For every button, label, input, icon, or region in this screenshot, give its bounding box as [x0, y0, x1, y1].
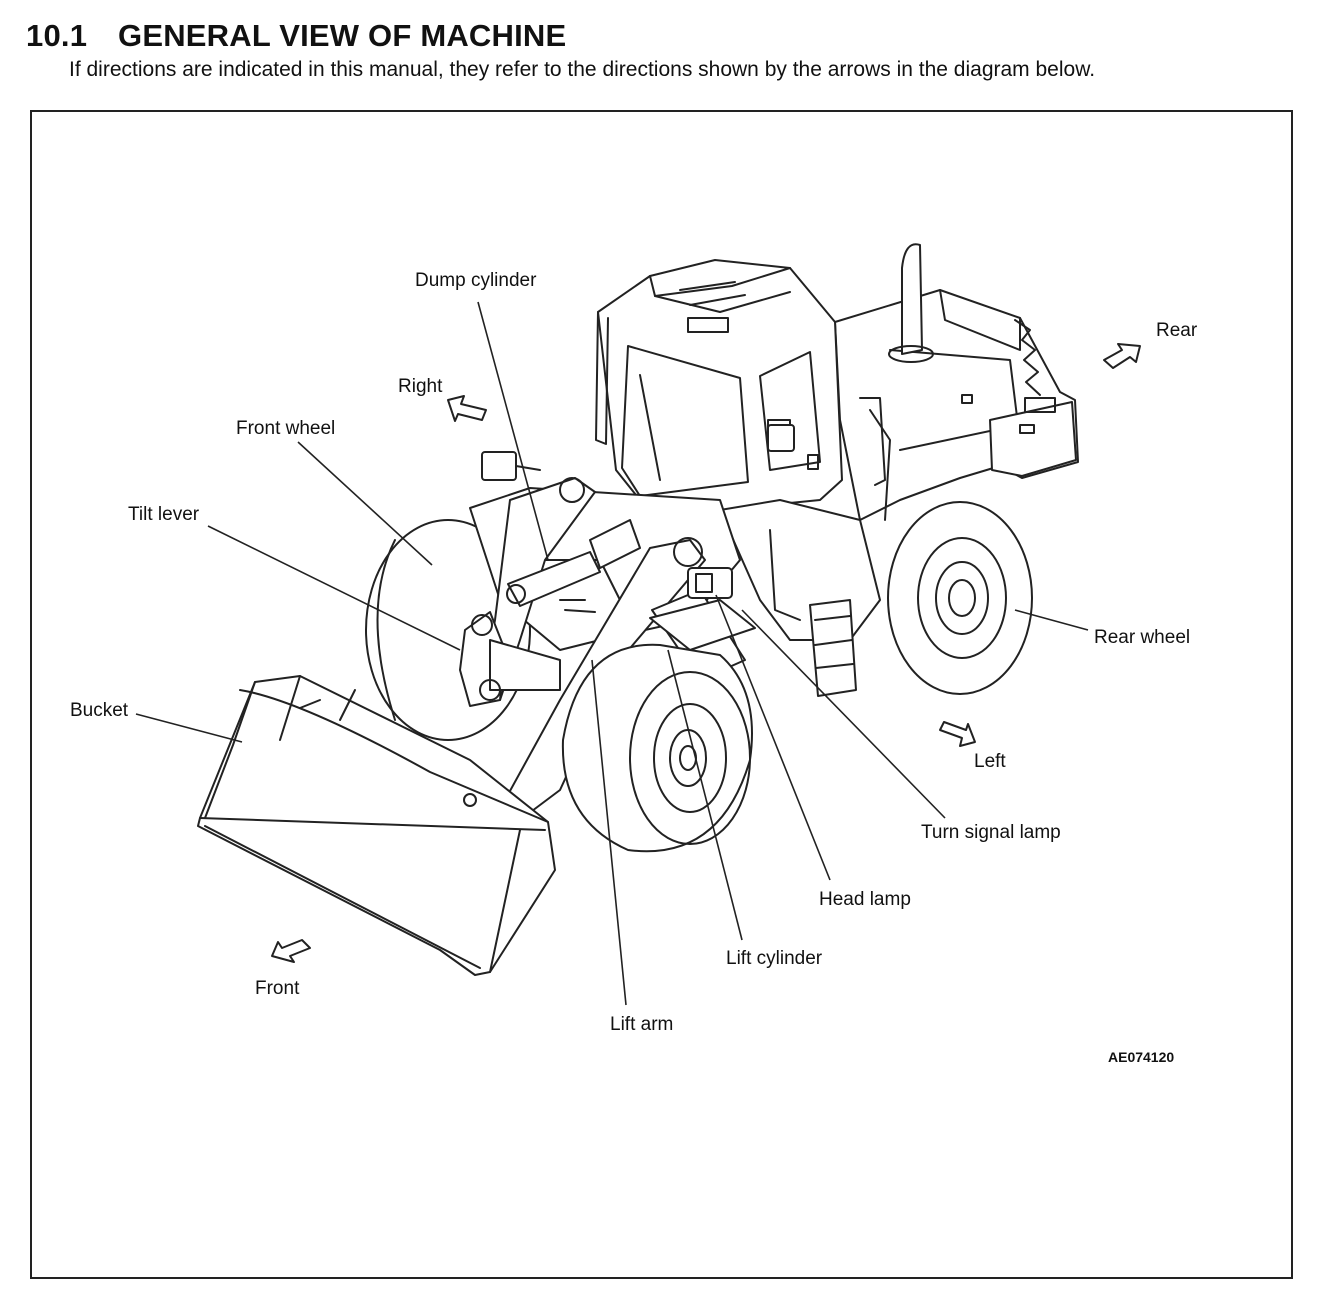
label-head-lamp: Head lamp	[819, 889, 911, 910]
label-left: Left	[974, 751, 1006, 772]
section-heading: 10.1 GENERAL VIEW OF MACHINE	[26, 18, 566, 54]
label-bucket: Bucket	[70, 700, 129, 721]
leader-rear-wheel	[1014, 609, 1089, 631]
leader-dump-cylinder	[477, 301, 549, 561]
rear-frame-illustration	[719, 499, 881, 697]
leader-lift-arm	[591, 659, 627, 1006]
diagram-frame	[30, 110, 1293, 1279]
label-right: Right	[398, 376, 443, 397]
rear-wheel-illustration	[887, 501, 1033, 695]
leader-bucket	[135, 713, 243, 743]
label-tilt-lever: Tilt lever	[128, 504, 200, 525]
label-lift-cylinder: Lift cylinder	[726, 948, 823, 969]
turn-signal-lamp-illustration	[649, 599, 756, 651]
mirrors-illustration	[481, 424, 795, 481]
label-dump-cylinder: Dump cylinder	[415, 270, 537, 291]
label-rear-wheel: Rear wheel	[1094, 627, 1190, 648]
leader-head-lamp	[715, 594, 831, 881]
direction-arrow-front-icon	[271, 939, 311, 963]
label-front-wheel: Front wheel	[236, 418, 335, 439]
direction-arrow-rear-icon	[1103, 343, 1141, 369]
figure-code: AE074120	[1108, 1049, 1174, 1065]
leader-front-wheel	[297, 441, 433, 566]
direction-arrow-right-icon	[447, 395, 487, 422]
section-number: 10.1	[26, 18, 88, 53]
bucket-illustration	[197, 675, 556, 976]
leader-lift-cylinder	[667, 649, 743, 941]
label-lift-arm: Lift arm	[610, 1014, 673, 1035]
leader-turn-signal-lamp	[741, 609, 946, 819]
leader-tilt-lever	[207, 525, 461, 651]
head-lamp-illustration	[687, 567, 733, 599]
near-front-wheel-illustration	[561, 643, 753, 853]
label-turn-signal-lamp: Turn signal lamp	[921, 822, 1061, 843]
engine-hood-illustration	[834, 243, 1079, 521]
section-title: GENERAL VIEW OF MACHINE	[118, 18, 567, 53]
label-rear: Rear	[1156, 320, 1198, 341]
label-front: Front	[255, 978, 300, 999]
tilt-lever-illustration	[459, 611, 561, 707]
leader-lines	[135, 301, 1089, 1006]
dump-cylinder-illustration	[506, 519, 641, 607]
direction-arrow-left-icon	[939, 721, 976, 747]
intro-text: If directions are indicated in this manu…	[69, 58, 1096, 81]
